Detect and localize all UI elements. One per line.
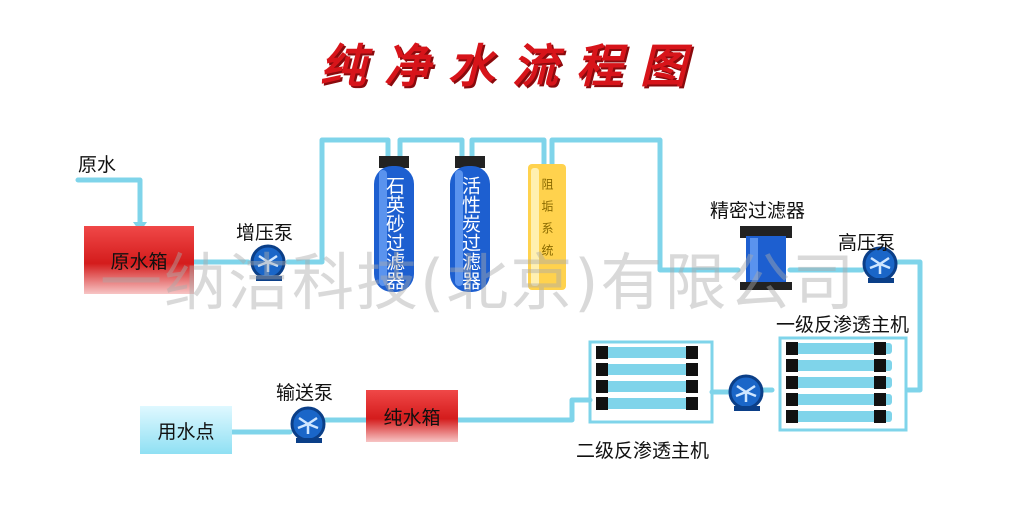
- pure-water-tank-label: 纯水箱: [383, 406, 441, 429]
- ro-stage2-label: 二级反渗透主机: [576, 440, 710, 462]
- delivery-pump-shape: [290, 406, 326, 443]
- pipe-booster-quartz: [285, 137, 391, 265]
- pipe-hp-ro1: [895, 259, 923, 393]
- carbon-filter-vessel: [450, 156, 490, 292]
- booster-pump-shape: [250, 244, 286, 281]
- precision-filter-vessel: [740, 226, 792, 290]
- carbon-filter-label: 活性炭过滤器: [459, 176, 481, 290]
- pipe-quartz-carbon: [397, 137, 465, 161]
- booster-pump-label: 增压泵: [236, 222, 294, 244]
- high-pressure-pump-label: 高压泵: [838, 232, 896, 254]
- inlet-pipe: [75, 177, 143, 227]
- precision-filter-label: 精密过滤器: [710, 200, 806, 222]
- page-title: 纯净水流程图: [320, 39, 704, 93]
- raw-water-tank: 原水箱: [84, 226, 194, 294]
- quartz-filter-label: 石英砂过滤器: [383, 176, 405, 290]
- pipe-ro2-pure: [455, 397, 593, 423]
- water-point: 用水点: [140, 406, 232, 454]
- water-point-label: 用水点: [157, 420, 215, 443]
- delivery-pump-label: 输送泵: [276, 382, 334, 404]
- quartz-filter-vessel: [374, 156, 414, 292]
- stage2-pump-shape: [728, 374, 764, 411]
- ro-stage2-membranes: [588, 340, 714, 424]
- ro-stage1-membranes: [778, 336, 908, 432]
- scale-system-vessel: [528, 164, 566, 290]
- pipe-carbon-scale: [469, 137, 547, 167]
- high-pressure-pump-shape: [862, 246, 898, 283]
- pipe-scale-precision: [549, 137, 741, 273]
- scale-system-label: 阻垢系统: [540, 178, 554, 266]
- raw-water-tank-label: 原水箱: [110, 250, 168, 273]
- ro-stage1-label: 一级反渗透主机: [776, 314, 910, 336]
- pure-water-tank: 纯水箱: [366, 390, 458, 442]
- raw-water-label: 原水: [78, 154, 117, 176]
